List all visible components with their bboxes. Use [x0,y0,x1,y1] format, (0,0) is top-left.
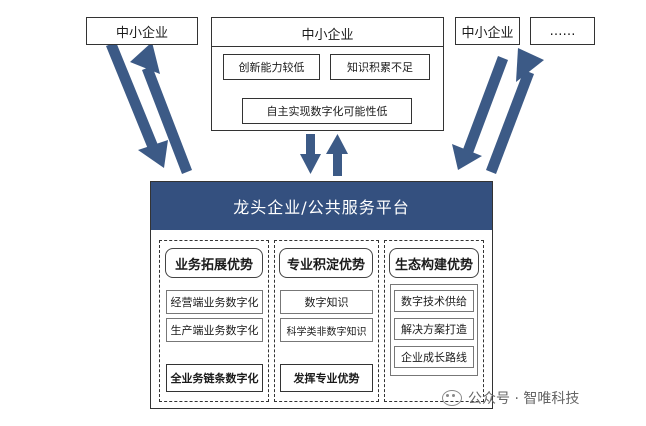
item-production-digitalization: 生产端业务数字化 [166,318,263,342]
watermark-text: 公众号 · 智唯科技 [468,391,580,407]
result-low-self-digitalization: 自主实现数字化可能性低 [242,98,412,124]
more-label: …… [549,23,576,39]
sme-right-label: 中小企业 [461,25,514,41]
sme-left-label: 中小企业 [115,25,168,41]
sme-center-divider [212,46,443,47]
sme-box-center: 中小企业 创新能力较低 知识积累不足 自主实现数字化可能性低 [211,17,444,131]
more-box: …… [530,17,595,45]
sme-center-label: 中小企业 [301,27,354,43]
result-full-chain-digitalization: 全业务链条数字化 [166,364,263,392]
column-frame-business [159,240,269,402]
column-frame-professional [274,240,379,402]
sme-box-left: 中小企业 [86,17,198,45]
watermark: 公众号 · 智唯科技 [442,388,579,408]
sme-box-right: 中小企业 [455,17,520,45]
advantage-title-business: 业务拓展优势 [165,248,263,278]
item-digital-knowledge: 数字知识 [280,290,373,314]
wechat-icon [442,390,462,406]
column-frame-ecosystem [384,240,484,402]
arrow-left-down [106,42,168,168]
result-leverage-expertise: 发挥专业优势 [280,364,373,392]
advantage-title-ecosystem: 生态构建优势 [389,248,479,278]
arrow-center-down [300,134,321,174]
advantage-title-professional: 专业积淀优势 [279,248,373,278]
platform-title: 龙头企业/公共服务平台 [233,198,410,217]
item-digital-tech-supply: 数字技术供给 [394,290,474,312]
arrow-center-up [326,134,348,176]
cause-insufficient-knowledge: 知识积累不足 [330,54,430,80]
item-growth-path: 企业成长路线 [394,346,474,368]
cause-low-innovation: 创新能力较低 [223,54,320,80]
item-operations-digitalization: 经营端业务数字化 [166,290,263,314]
item-non-digital-knowledge: 科学类非数字知识 [280,318,373,342]
arrow-left-up [130,42,192,174]
item-solution-building: 解决方案打造 [394,318,474,340]
arrow-right-down [452,56,508,170]
arrow-right-up [486,48,544,174]
platform-title-bar: 龙头企业/公共服务平台 [151,182,492,230]
